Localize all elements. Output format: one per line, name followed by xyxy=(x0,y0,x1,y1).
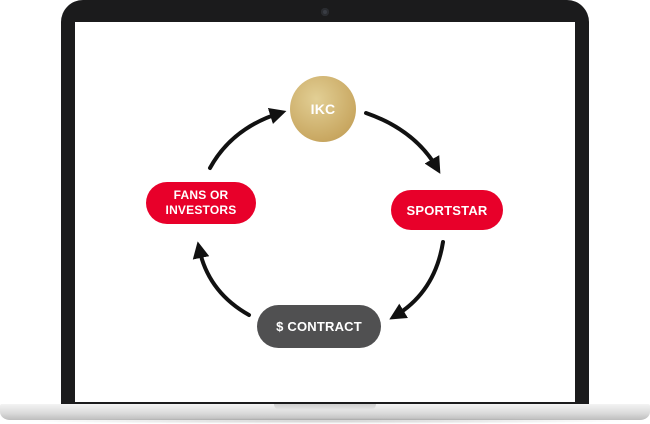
node-contract: $ CONTRACT xyxy=(257,305,381,348)
laptop-base xyxy=(0,404,650,420)
node-ikc-label: IKC xyxy=(310,100,336,117)
laptop-shadow xyxy=(20,418,630,424)
arrow-ikc-to-sportstar xyxy=(364,111,441,174)
node-fans-label: FANS OR INVESTORS xyxy=(166,188,237,218)
node-fans-label-line1: FANS OR xyxy=(173,188,229,202)
arrow-sportstar-to-contract xyxy=(389,240,445,320)
node-ikc: IKC xyxy=(290,76,356,142)
arrow-fans-to-ikc xyxy=(208,107,287,170)
node-sportstar: SPORTSTAR xyxy=(391,190,503,230)
laptop-base-notch xyxy=(274,404,376,410)
node-sportstar-label: SPORTSTAR xyxy=(406,202,488,218)
node-fans-or-investors: FANS OR INVESTORS xyxy=(146,182,256,224)
node-contract-label: $ CONTRACT xyxy=(276,319,362,334)
node-fans-label-line2: INVESTORS xyxy=(165,203,237,217)
camera-icon xyxy=(321,8,329,16)
arrow-contract-to-fans xyxy=(192,241,251,317)
